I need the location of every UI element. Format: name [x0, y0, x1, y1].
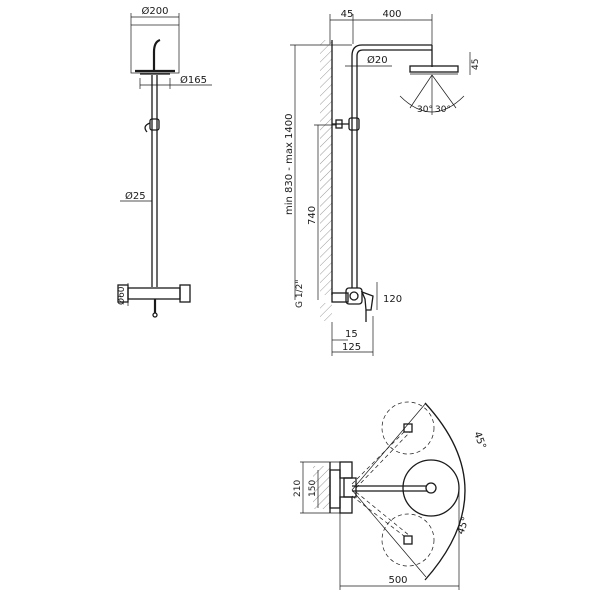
top-mixer-center — [343, 477, 357, 498]
side-thread-label: G 1/2" — [295, 280, 305, 308]
top-angle-bottom-label: 45° — [455, 516, 471, 536]
side-arm-diameter-label: Ø20 — [367, 54, 388, 66]
top-head-position-lower — [381, 513, 435, 567]
top-mixer-cap-lower — [339, 496, 353, 514]
top-arm-upper-b — [355, 431, 411, 489]
top-arc-radius-upper — [351, 402, 427, 491]
top-mixer-body — [329, 469, 341, 509]
top-head-hub-upper — [403, 423, 413, 433]
front-head-diameter-label: Ø200 — [142, 5, 169, 17]
side-mixer-handle — [360, 290, 374, 311]
side-spray-right — [431, 74, 457, 109]
top-arm-upper-a — [351, 431, 405, 485]
side-offset-45-label: 45 — [341, 9, 354, 20]
front-mixer-cap-right — [179, 284, 191, 303]
side-depth-15-label: 15 — [345, 329, 358, 340]
top-width-150-label: 150 — [308, 480, 318, 497]
top-rotation-arc — [424, 402, 466, 581]
side-spray-left — [409, 74, 433, 109]
top-arm-lower-a — [351, 495, 405, 537]
side-head-height-label: 45 — [471, 59, 481, 70]
front-head-outline — [130, 24, 180, 74]
side-height-range-label: min 830 - max 1400 — [284, 113, 295, 215]
side-mixer-wall-connector — [331, 292, 349, 303]
side-wall-hatch-upper — [320, 40, 332, 295]
side-slider-mount — [335, 119, 343, 129]
top-arc-radius-lower — [351, 489, 427, 578]
side-spray-arc — [399, 95, 465, 113]
side-mixer-valve — [349, 291, 359, 301]
front-view: Ø200 Ø165 Ø25 Ø60 — [116, 5, 212, 318]
side-wall-hatch-lower — [320, 303, 332, 321]
top-view: 45° 45° 210 150 500 — [293, 401, 488, 590]
side-arm-inner — [356, 49, 432, 57]
top-head-hub-lower — [403, 535, 413, 545]
side-120-label: 120 — [383, 294, 402, 305]
top-arm-lower-b — [355, 491, 411, 537]
top-reach-500-label: 500 — [388, 575, 407, 586]
side-shower-head — [409, 65, 459, 73]
front-mixer-outlet-end — [152, 312, 158, 318]
front-shower-arm — [152, 38, 161, 70]
side-arm-outer — [351, 44, 432, 57]
front-pipe-diameter-label: Ø25 — [125, 190, 146, 202]
front-mixer-body — [127, 287, 181, 300]
top-head-main-hub — [425, 482, 437, 494]
side-view: 45 400 Ø20 45 30° 30° — [284, 9, 481, 356]
top-head-position-upper — [381, 401, 435, 455]
front-mixer-diameter-label: Ø60 — [116, 286, 127, 305]
top-wall-hatch — [313, 466, 330, 509]
top-angle-top-label: 45° — [471, 430, 487, 450]
side-740-label: 740 — [307, 206, 318, 225]
top-mixer-cap-upper — [339, 461, 353, 479]
side-depth-125-label: 125 — [342, 342, 361, 353]
side-mixer-body — [345, 287, 363, 305]
front-plate-diameter-label: Ø165 — [180, 74, 207, 86]
side-spray-angle-left-label: 30° — [417, 105, 433, 115]
front-slider-knob — [144, 122, 151, 133]
front-slider — [149, 118, 160, 131]
top-width-210-label: 210 — [293, 480, 303, 497]
side-arm-400-label: 400 — [382, 9, 401, 20]
top-head-main — [402, 459, 460, 517]
side-spray-angle-right-label: 30° — [435, 105, 451, 115]
